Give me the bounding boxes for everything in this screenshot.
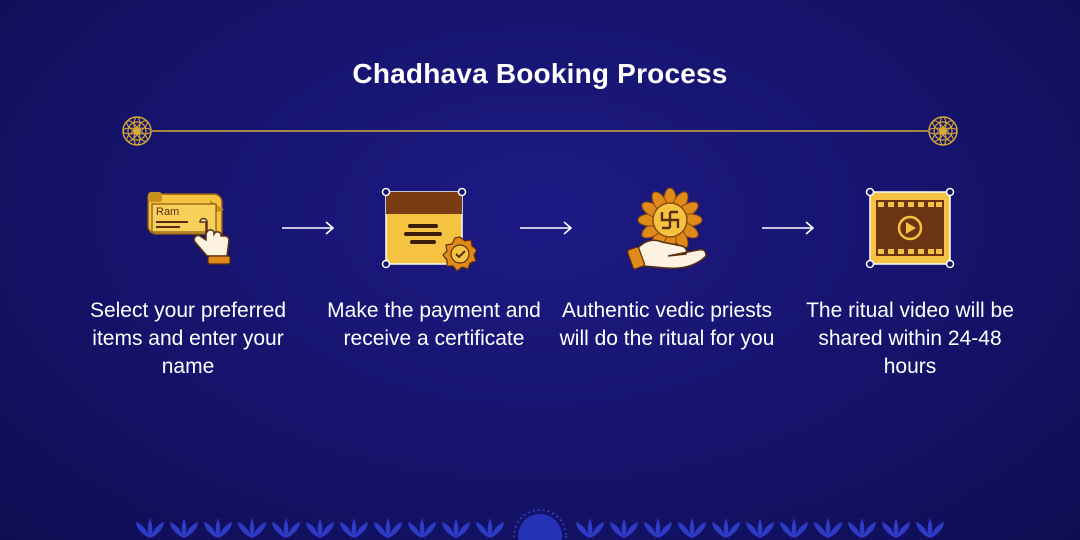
scroll-hand-icon: Ram bbox=[147, 192, 231, 265]
step-4-text: The ritual video will be shared within 2… bbox=[806, 299, 1014, 378]
mandala-right-icon bbox=[928, 116, 958, 146]
mandala-left-icon bbox=[122, 116, 152, 146]
arrow-right-icon bbox=[282, 221, 335, 235]
footer-pattern bbox=[136, 509, 944, 540]
step-3-text: Authentic vedic priests will do the ritu… bbox=[559, 299, 775, 350]
step-1-text: Select your preferred items and enter yo… bbox=[89, 299, 287, 378]
title-divider bbox=[122, 116, 958, 146]
arrow-right-icon bbox=[762, 221, 815, 235]
video-film-icon bbox=[865, 187, 955, 269]
step-2-text: Make the payment and receive a certifica… bbox=[327, 299, 541, 350]
arrow-right-icon bbox=[520, 221, 573, 235]
page-title: Chadhava Booking Process bbox=[352, 58, 728, 89]
certificate-icon bbox=[381, 187, 476, 272]
scroll-name-text: Ram bbox=[156, 206, 179, 218]
swastik-hand-icon bbox=[626, 187, 707, 270]
